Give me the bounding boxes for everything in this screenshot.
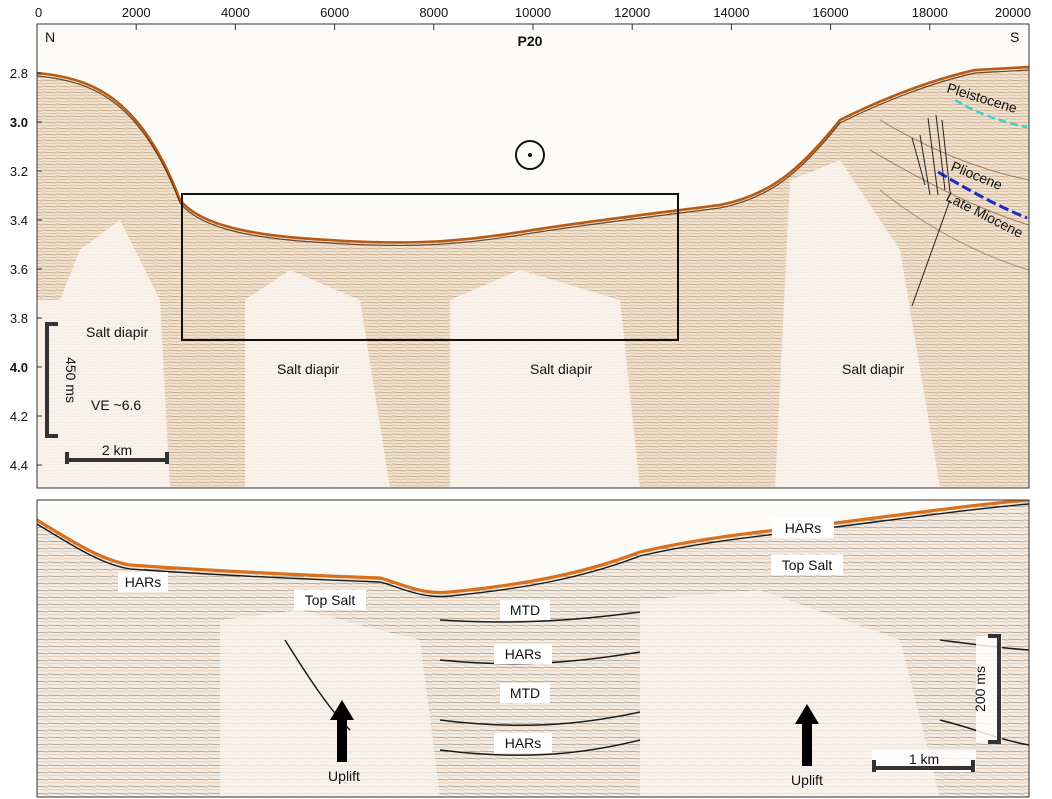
bottom-horizontal-scale-label: 1 km [909, 751, 939, 767]
salt-diapir-body-3 [450, 270, 640, 488]
internal-reflector-1 [439, 611, 641, 623]
zoom-box [181, 193, 679, 341]
y-tick-label: 2.8 [10, 66, 28, 81]
uplift-label-2: Uplift [791, 772, 823, 788]
uplift-arrow-left-icon [330, 700, 354, 762]
panel-title: P20 [518, 33, 543, 49]
vertical-exaggeration: VE ~6.6 [91, 397, 141, 413]
top-salt-label-1: Top Salt [305, 592, 356, 608]
horizontal-scale-label: 2 km [102, 442, 132, 458]
right-flank-reflector-1 [879, 119, 1029, 181]
mtd-label-1: MTD [510, 602, 540, 618]
uplift-arrow-right-icon [795, 704, 819, 766]
seabed-reflector [37, 65, 1029, 244]
seabed-reflector-dark [37, 69, 1029, 247]
salt-diapir-label-2: Salt diapir [277, 361, 340, 377]
faults [911, 114, 951, 307]
x-tick-label: 14000 [713, 5, 749, 20]
hars-label-3: HARs [505, 735, 542, 751]
x-tick-label: 8000 [419, 5, 448, 20]
salt-diapir-body-2 [245, 270, 390, 488]
y-tick-label: 4.0 [10, 360, 28, 375]
uplift-label-1: Uplift [328, 768, 360, 784]
y-tick-label: 3.2 [10, 164, 28, 179]
x-tick-label: 2000 [122, 5, 151, 20]
salt-diapir-label-1: Salt diapir [86, 324, 149, 340]
x-tick-label: 10000 [515, 5, 551, 20]
bottom-salt-zone-2 [640, 590, 940, 797]
x-axis: 0 2000 4000 6000 8000 10000 12000 14000 16000 180… [35, 5, 1031, 30]
y-tick-label: 3.8 [10, 311, 28, 326]
bottom-vertical-scale-bar [988, 634, 1001, 744]
vertical-scale-label: 450 ms [63, 357, 79, 403]
hars-label-2: HARs [505, 646, 542, 662]
x-tick-label: 4000 [221, 5, 250, 20]
bottom-vertical-scale-label: 200 ms [972, 666, 988, 712]
y-tick-label: 4.2 [10, 409, 28, 424]
y-tick-label: 4.4 [10, 458, 28, 473]
pleistocene-horizon [954, 98, 1028, 129]
y-tick-label: 3.6 [10, 262, 28, 277]
hars-label-1: HARs [125, 574, 162, 590]
out-of-plane-symbol-dot [528, 153, 532, 157]
out-of-plane-symbol [515, 140, 545, 170]
south-label: S [1010, 29, 1019, 45]
x-tick-label: 0 [35, 5, 42, 20]
x-tick-label: 12000 [614, 5, 650, 20]
top-salt-label-2: Top Salt [782, 557, 833, 573]
x-tick-label: 20000 [995, 5, 1031, 20]
right-flank-reflector-3 [879, 189, 1029, 271]
pliocene-horizon [937, 170, 1028, 220]
horizontal-scale-bar [65, 452, 169, 464]
north-label: N [45, 29, 55, 45]
bottom-panel: HARs Top Salt MTD HARs MTD HARs HARs Top… [36, 499, 1030, 798]
salt-diapir-label-4: Salt diapir [842, 361, 905, 377]
x-tick-label: 18000 [912, 5, 948, 20]
bottom-panel-frame [36, 499, 1030, 798]
top-panel: 0 2000 4000 6000 8000 10000 12000 14000 16000 180… [10, 5, 1031, 489]
x-tick-label: 16000 [813, 5, 849, 20]
bottom-salt-zone-1 [220, 610, 440, 797]
vertical-scale-bar [45, 322, 58, 438]
salt-diapir-body-4 [775, 160, 940, 488]
y-axis: 2.8 3.0 3.2 3.4 3.6 3.8 4.0 4.2 4.4 [10, 66, 42, 473]
salt-diapir-left-body [37, 220, 170, 488]
internal-reflector-3 [439, 711, 641, 727]
y-tick-label: 3.0 [10, 115, 28, 130]
salt-diapir-label-3: Salt diapir [530, 361, 593, 377]
mtd-label-2: MTD [510, 685, 540, 701]
hars-label-4: HARs [785, 520, 822, 536]
x-tick-label: 6000 [320, 5, 349, 20]
right-flank-reflector-2 [869, 149, 1029, 226]
internal-reflector-4 [439, 739, 641, 756]
y-tick-label: 3.4 [10, 213, 28, 228]
bottom-horizontal-scale-bar [872, 760, 975, 772]
